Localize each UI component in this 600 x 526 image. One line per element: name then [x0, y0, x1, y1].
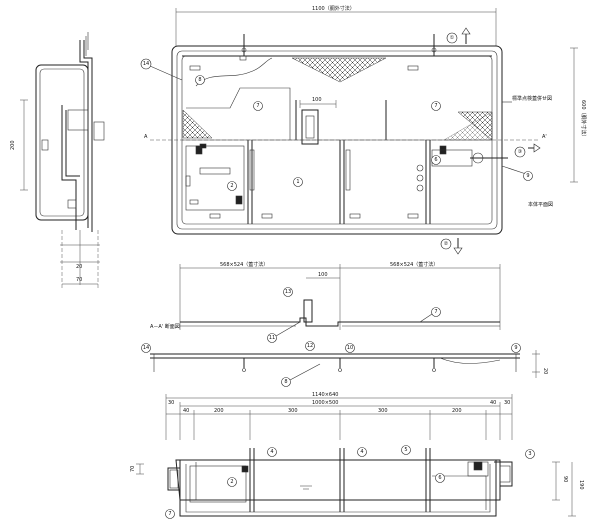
bubble-10: 10 — [345, 343, 355, 353]
elev-d300b: 300 — [378, 408, 388, 414]
svg-text:9: 9 — [526, 173, 529, 179]
side-dim-70: 70 — [76, 277, 82, 283]
bubble-7d: 7 — [165, 509, 175, 519]
svg-text:7: 7 — [434, 103, 437, 109]
bubble-8b: 8 — [281, 363, 321, 387]
bubble-14: 14 — [140, 58, 183, 81]
elev-inner: 1000×500 — [312, 400, 338, 406]
section-view: 568×524（蓋寸法） 568×524（蓋寸法） 100 A－A' 断面図 2… — [141, 261, 548, 387]
svg-text:2: 2 — [230, 479, 233, 485]
elev-d200a: 200 — [214, 408, 224, 414]
elev-d90: 90 — [562, 476, 568, 482]
bubble-4b: 4 — [357, 447, 367, 457]
side-dim-20: 20 — [76, 264, 82, 270]
elevation-view: 1140×640 1000×500 30 40 200 300 300 200 … — [130, 392, 584, 519]
elev-d300a: 300 — [288, 408, 298, 414]
bubble-9: 9 — [501, 165, 533, 181]
section-label: A－A' 断面図 — [150, 323, 180, 330]
section-dim-right: 568×524（蓋寸法） — [390, 261, 438, 268]
elev-d30: 30 — [168, 400, 174, 406]
plan-view: 1100（胴外寸法） 600（胴外寸法） 100 — [140, 5, 587, 255]
section-dim-100: 100 — [318, 272, 328, 278]
svg-text:8: 8 — [284, 379, 287, 385]
side-dim-200: 200 — [10, 140, 16, 150]
bubble-4a: 4 — [267, 447, 277, 457]
bubble-6: 6 — [431, 155, 441, 165]
bubble-13: 13 — [283, 287, 293, 297]
svg-text:2: 2 — [230, 183, 233, 189]
bubble-14b: 14 — [141, 343, 151, 353]
flow-arrow-top: ① — [446, 27, 471, 44]
side-view: 200 20 70 — [10, 32, 105, 290]
bubble-7b: 7 — [431, 101, 441, 111]
plan-section-a: A — [144, 134, 148, 140]
elev-d200b: 200 — [452, 408, 462, 414]
elev-d40a: 40 — [183, 408, 189, 414]
bubble-9b: 9 — [511, 343, 521, 353]
elev-d30b: 30 — [504, 400, 510, 406]
bubble-7a: 7 — [253, 101, 263, 111]
svg-text:11: 11 — [269, 335, 275, 341]
plan-top-dim: 1100（胴外寸法） — [312, 5, 355, 12]
bubble-2b: 2 — [227, 477, 237, 487]
svg-text:14: 14 — [143, 345, 149, 351]
svg-text:1: 1 — [296, 179, 299, 185]
svg-text:③: ③ — [518, 149, 522, 155]
svg-text:13: 13 — [285, 289, 291, 295]
bubble-8: 8 — [195, 75, 205, 85]
svg-text:4: 4 — [270, 449, 273, 455]
bubble-7c: 7 — [419, 307, 441, 323]
svg-text:6: 6 — [438, 475, 441, 481]
flow-arrow-bottom: ② — [440, 238, 463, 255]
svg-text:8: 8 — [198, 77, 201, 83]
svg-text:6: 6 — [434, 157, 437, 163]
section-dim-20: 20 — [542, 368, 548, 374]
svg-text:①: ① — [450, 35, 455, 41]
plan-section-a-prime: A' — [542, 134, 547, 140]
bubble-5: 5 — [401, 445, 411, 455]
svg-text:9: 9 — [514, 345, 517, 351]
elev-d40b: 40 — [490, 400, 496, 406]
elev-d70: 70 — [130, 466, 136, 472]
flow-arrow-right: ③ — [514, 143, 541, 158]
svg-text:7: 7 — [168, 511, 171, 517]
bubble-2: 2 — [227, 181, 237, 191]
section-dim-left: 568×524（蓋寸法） — [220, 261, 268, 268]
plan-inner-dim: 100 — [312, 97, 322, 103]
bubble-6b: 6 — [435, 473, 445, 483]
plan-label-std: 標準点検蓋併せ図 — [512, 95, 552, 102]
bubble-3: 3 — [525, 449, 535, 459]
elev-overall: 1140×640 — [312, 392, 338, 398]
svg-text:7: 7 — [434, 309, 437, 315]
svg-text:7: 7 — [256, 103, 259, 109]
svg-text:5: 5 — [404, 447, 407, 453]
svg-text:12: 12 — [307, 343, 313, 349]
bubble-11: 11 — [267, 321, 301, 343]
svg-text:②: ② — [444, 241, 449, 247]
svg-text:10: 10 — [347, 345, 353, 351]
svg-text:4: 4 — [360, 449, 363, 455]
plan-right-dim: 600（胴外寸法） — [580, 100, 587, 140]
svg-text:14: 14 — [143, 61, 149, 67]
svg-text:3: 3 — [528, 451, 531, 457]
elev-d190: 190 — [578, 480, 584, 490]
plan-label-plan: 本体平面図 — [528, 201, 553, 208]
bubble-12: 12 — [305, 341, 315, 351]
bubble-1: 1 — [293, 177, 303, 187]
